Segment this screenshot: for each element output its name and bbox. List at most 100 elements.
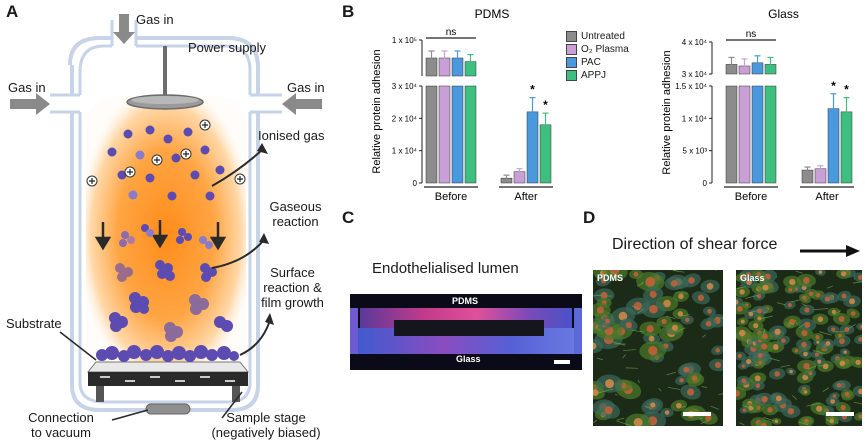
cell-nucleus [858,414,862,419]
cell-nucleus [788,287,793,292]
cell-nucleus [670,280,678,287]
gas-in-right-arrow [282,93,322,115]
y-tick-label: 0 [703,179,708,188]
cell-nucleus [803,362,810,370]
actin-fiber [825,419,832,423]
significance-star: * [844,83,849,97]
actin-fiber [700,420,709,424]
cell-nucleus [859,325,862,329]
actin-fiber [644,406,652,409]
actin-fiber [616,420,632,426]
cell-nucleus [604,406,613,415]
cell-nucleus [803,277,810,284]
cell-nucleus [705,414,712,422]
panel-letter-a: A [6,2,19,21]
cell-nucleus [815,335,820,340]
cell-nucleus [830,398,836,404]
actin-fiber [801,303,807,307]
cell-nucleus [738,329,746,337]
actin-fiber [658,388,662,392]
legend-item: APPJ [566,69,629,82]
cell-nucleus [841,293,847,299]
actin-fiber [819,331,832,336]
stage-callout [221,391,243,419]
y-tick-label: 0 [413,179,418,188]
cell-nucleus [841,271,847,277]
glass-micrograph [736,270,862,426]
actin-fiber [769,357,780,362]
actin-fiber [631,305,640,310]
actin-fiber [598,388,614,394]
legend-item: O₂ Plasma [566,43,629,56]
vessel-outer-wall [68,36,260,412]
actin-fiber [791,395,798,400]
cell-nucleus [803,351,808,357]
panel-letter-d: D [583,208,596,227]
actin-fiber [791,299,801,303]
cell-nucleus [715,347,721,353]
cell-nucleus [831,327,836,332]
cell-nucleus [746,279,752,286]
cell-nucleus [706,283,714,290]
actin-fiber [812,349,826,355]
y-axis-label: Relative protein adhesion [661,50,673,174]
cell-nucleus [831,309,837,315]
actin-fiber [716,316,723,319]
actin-fiber [806,351,809,355]
glass-scalebar [826,412,854,416]
cell-nucleus [691,375,698,381]
cell-nucleus [832,394,837,398]
cell-nucleus [818,270,823,274]
legend-item: PAC [566,56,629,69]
actin-fiber [593,419,598,423]
chart-title: PDMS [475,7,510,21]
cell-nucleus [840,405,846,411]
callout-arrows [211,149,271,356]
cell-nucleus [758,360,763,365]
cell-nucleus [688,277,695,284]
pdms-micrograph [593,270,723,426]
cell-nucleus [844,391,850,396]
cell-nucleus [707,308,712,314]
lumen-top-label: PDMS [452,296,479,306]
cell-nucleus [808,291,814,296]
actin-fiber [701,386,708,388]
cell-nucleus [753,323,759,329]
cell-nucleus [679,378,684,383]
label-power-supply: Power supply [188,40,267,55]
cell-nucleus [748,311,754,317]
cell-nucleus [850,311,856,316]
actin-fiber [625,367,638,369]
gas-in-left-arrow [10,93,50,115]
cell-nucleus [633,418,643,426]
actin-fiber [847,323,856,330]
actin-fiber [836,421,839,425]
shear-arrow-icon [800,245,860,257]
actin-fiber [612,341,626,346]
cell-nucleus [814,352,819,357]
legend-swatch [566,57,577,68]
actin-fiber [794,319,798,325]
panel-letter-c: C [342,208,355,227]
actin-fiber [616,417,625,421]
top-inlet [110,20,138,46]
cell-nucleus [761,396,768,403]
cell-nucleus [756,294,762,299]
actin-fiber [637,308,644,314]
label-ionised-gas: Ionised gas [258,128,325,143]
cell-nucleus [761,343,768,350]
cell-nucleus [789,278,796,286]
significance-star: * [831,79,836,93]
actin-fiber [853,401,862,405]
cell-nucleus [741,378,747,383]
actin-fiber [763,417,777,422]
cell-nucleus [697,294,705,301]
cell-nucleus [649,290,657,298]
actin-fiber [622,354,627,359]
actin-fiber [739,284,743,287]
sample-stage [88,372,248,386]
cell-nucleus [843,350,847,354]
actin-fiber [710,405,720,410]
